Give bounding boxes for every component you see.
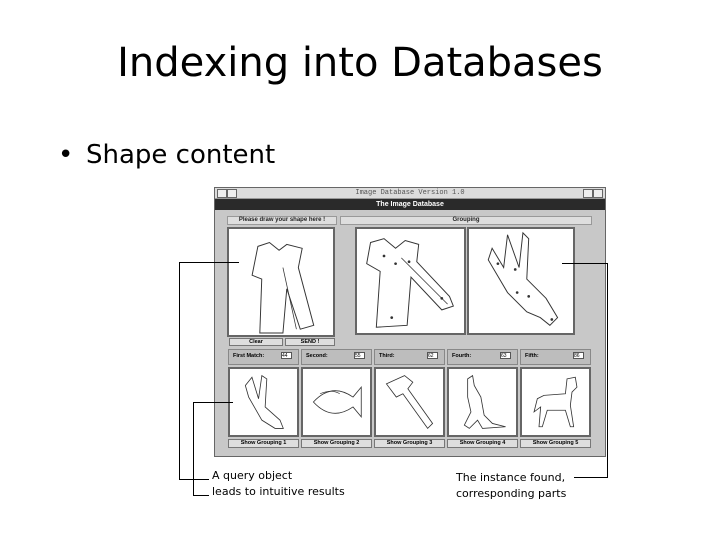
annotation-left-line1: A query object xyxy=(212,469,293,482)
app-header: The Image Database xyxy=(215,199,605,210)
match-header-1: First Match: xyxy=(228,349,299,365)
fish-shape-icon xyxy=(312,386,362,418)
window-maximize-icon[interactable] xyxy=(583,189,593,198)
match-label: Second: xyxy=(306,353,328,359)
show-grouping-button-4[interactable]: Show Grouping 4 xyxy=(447,439,518,448)
annotation-right-line1: The instance found, xyxy=(456,471,566,484)
horse-shape-icon xyxy=(533,376,578,428)
match-thumbnail-1 xyxy=(228,367,299,437)
clear-button[interactable]: Clear xyxy=(229,338,283,346)
bullet-item: • Shape content xyxy=(58,140,275,170)
rabbit-shape-icon xyxy=(244,374,284,429)
grouping-canvas-instance xyxy=(467,227,575,335)
hammer-shape-icon xyxy=(385,375,434,430)
grouping-label: Grouping xyxy=(340,216,592,225)
window-titlebar: Image Database Version 1.0 xyxy=(215,188,605,199)
leader-line-left-inner-vertical xyxy=(193,402,194,496)
leader-line-left-vertical xyxy=(179,262,180,480)
show-grouping-button-2[interactable]: Show Grouping 2 xyxy=(301,439,372,448)
match-score-field[interactable] xyxy=(500,352,511,359)
slide-title: Indexing into Databases xyxy=(117,40,603,86)
match-thumbnail-5 xyxy=(520,367,591,437)
show-grouping-button-1[interactable]: Show Grouping 1 xyxy=(228,439,299,448)
leader-line-first-match xyxy=(193,402,233,403)
annotation-right: The instance found, corresponding parts xyxy=(456,470,566,502)
window-close-icon[interactable] xyxy=(593,189,603,198)
show-grouping-button-5[interactable]: Show Grouping 5 xyxy=(520,439,591,448)
match-label: Fourth: xyxy=(452,353,472,359)
annotation-left: A query object leads to intuitive result… xyxy=(212,468,345,500)
drawing-canvas[interactable] xyxy=(227,227,335,337)
match-header-4: Fourth: xyxy=(447,349,518,365)
match-header-3: Third: xyxy=(374,349,445,365)
window-minimize-icon[interactable] xyxy=(227,189,237,198)
annotation-right-line2: corresponding parts xyxy=(456,487,567,500)
match-header-2: Second: xyxy=(301,349,372,365)
match-thumbnail-3 xyxy=(374,367,445,437)
draw-label: Please draw your shape here ! xyxy=(227,216,337,225)
match-label: Fifth: xyxy=(525,353,539,359)
leader-line-instance xyxy=(562,263,608,264)
leader-line-right-bottom xyxy=(574,477,608,478)
image-database-window: Image Database Version 1.0 The Image Dat… xyxy=(214,187,606,457)
bullet-text: Shape content xyxy=(86,140,276,170)
leader-line-right-vertical xyxy=(607,263,608,478)
kangaroo-shape-icon xyxy=(463,374,506,429)
query-dress-shape-icon xyxy=(251,241,315,334)
match-thumbnail-2 xyxy=(301,367,372,437)
match-label: First Match: xyxy=(233,353,265,359)
bullet-dot: • xyxy=(58,140,74,170)
show-grouping-button-3[interactable]: Show Grouping 3 xyxy=(374,439,445,448)
grouped-rabbit-shape-icon xyxy=(487,231,559,326)
leader-line-left-bottom xyxy=(179,479,209,480)
match-score-field[interactable] xyxy=(354,352,365,359)
window-menu-icon[interactable] xyxy=(217,189,227,198)
match-header-5: Fifth: xyxy=(520,349,591,365)
leader-line-query xyxy=(179,262,239,263)
match-thumbnail-4 xyxy=(447,367,518,437)
leader-line-left-inner-bottom xyxy=(193,495,209,496)
send-button[interactable]: SEND ! xyxy=(285,338,335,346)
match-score-field[interactable] xyxy=(427,352,438,359)
match-score-field[interactable] xyxy=(281,352,292,359)
grouped-dress-shape-icon xyxy=(366,238,454,328)
match-score-field[interactable] xyxy=(573,352,584,359)
grouping-canvas-query xyxy=(355,227,466,335)
match-label: Third: xyxy=(379,353,395,359)
annotation-left-line2: leads to intuitive results xyxy=(212,485,345,498)
window-title: Image Database Version 1.0 xyxy=(355,189,465,197)
